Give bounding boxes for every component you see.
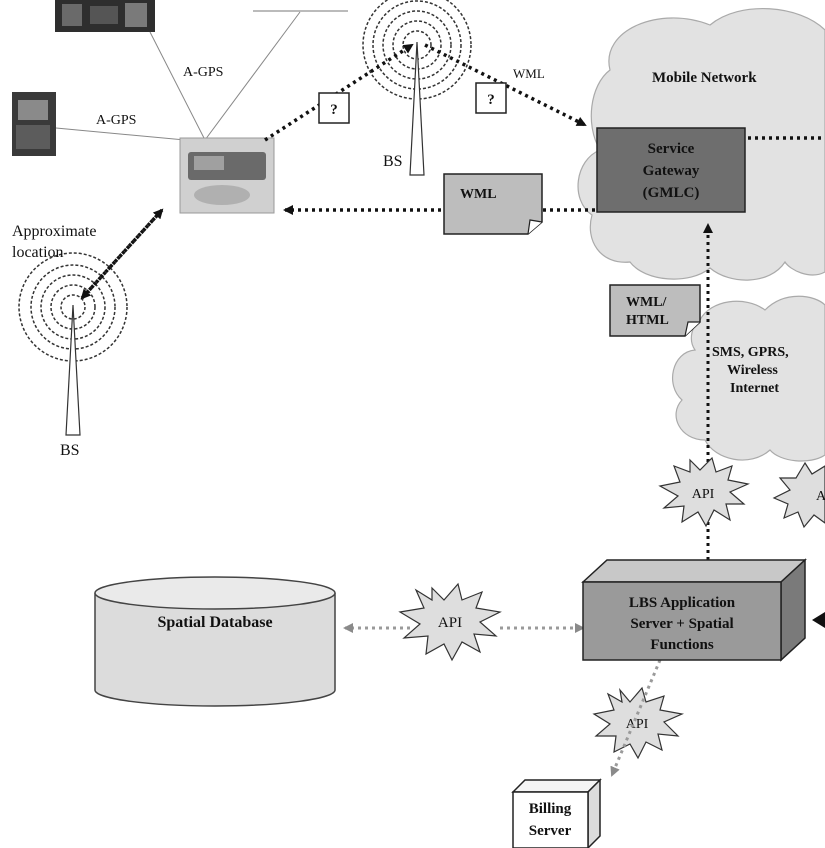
link-bs-to-device-arrow-up xyxy=(80,208,164,300)
api-top-label: API xyxy=(692,487,715,502)
lbs-line2: Server + Spatial xyxy=(630,616,733,632)
wmlhtml-line2: HTML xyxy=(626,313,669,328)
link-device-to-bs-arrow-down xyxy=(80,208,164,300)
question-box-1 xyxy=(318,92,350,124)
sms-gprs-cloud xyxy=(672,295,825,462)
mobile-device-icon xyxy=(179,137,275,214)
wml-top-label: WML xyxy=(513,66,545,81)
base-station-bottom-icon xyxy=(18,252,128,436)
sms-line2: Wireless xyxy=(727,363,778,378)
agps-line-left xyxy=(55,127,186,141)
agps-top-label: A-GPS xyxy=(183,65,223,80)
satellite-top-icon xyxy=(55,0,155,32)
api-starburst-top xyxy=(658,456,750,528)
service-gateway-box xyxy=(596,127,746,213)
approximate-label: Approximate xyxy=(12,223,96,240)
spatial-database-cylinder xyxy=(94,576,336,707)
satellite-left-icon xyxy=(12,92,56,156)
sms-line1: SMS, GPRS, xyxy=(712,345,789,360)
bs-bottom-label: BS xyxy=(60,442,80,459)
api-starburst-bottom xyxy=(592,686,685,760)
spatial-database-label: Spatial Database xyxy=(157,614,272,631)
question-mark-1: ? xyxy=(330,102,338,118)
bs-top-label: BS xyxy=(383,153,403,170)
agps-line-top-left xyxy=(149,31,206,141)
question-box-2 xyxy=(475,82,507,114)
link-device-to-bs xyxy=(264,43,414,142)
lbs-line3: Functions xyxy=(650,637,714,653)
lbs-line1: LBS Application xyxy=(629,595,736,611)
wml-document-icon xyxy=(443,173,543,235)
sms-line3: Internet xyxy=(730,381,779,396)
agps-left-label: A-GPS xyxy=(96,113,136,128)
wml-doc-label: WML xyxy=(460,187,497,202)
api-mid-label: API xyxy=(438,615,462,631)
api-right-label: A xyxy=(816,489,825,504)
location-label: location xyxy=(12,244,64,261)
billing-server-box xyxy=(511,778,602,848)
base-station-top-icon xyxy=(362,0,472,176)
link-bs-to-gateway xyxy=(424,43,587,127)
billing-line2: Server xyxy=(529,823,572,839)
mobile-network-label: Mobile Network xyxy=(652,70,757,86)
gateway-line3: (GMLC) xyxy=(643,185,700,201)
lbs-application-server-box xyxy=(581,558,807,662)
api-starburst-mid xyxy=(398,582,502,662)
external-arrow-into-lbs xyxy=(812,612,825,628)
agps-line-top-right xyxy=(204,11,301,141)
api-starburst-right xyxy=(772,461,825,529)
gateway-line2: Gateway xyxy=(643,163,700,179)
api-bottom-label: API xyxy=(626,717,649,732)
question-mark-2: ? xyxy=(487,92,495,108)
billing-line1: Billing xyxy=(529,801,572,817)
wmlhtml-line1: WML/ xyxy=(626,295,668,310)
gateway-line1: Service xyxy=(648,141,695,157)
